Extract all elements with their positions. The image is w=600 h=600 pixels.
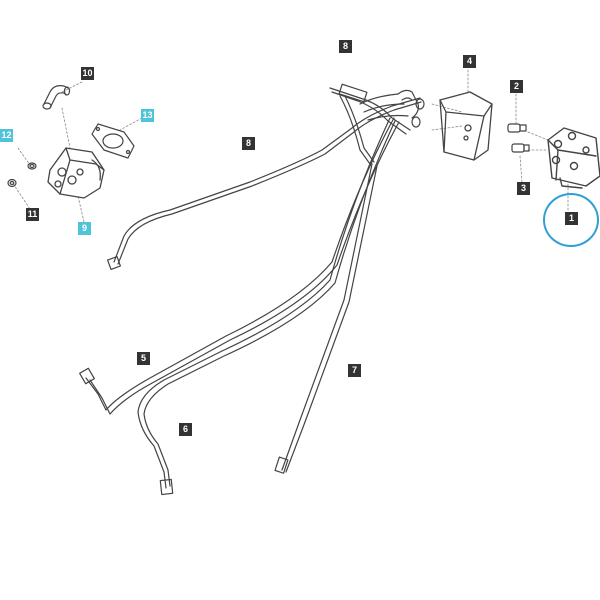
callout-10[interactable]: 10 [81, 67, 94, 80]
callout-8-upper[interactable]: 8 [339, 40, 352, 53]
callout-8-hose[interactable]: 8 [242, 137, 255, 150]
part-13-gasket[interactable] [91, 123, 135, 159]
part-12-o-ring[interactable] [27, 162, 37, 170]
part-3-fitting[interactable] [511, 143, 530, 153]
part-1-steering-valve[interactable] [547, 127, 600, 189]
part-7-hose[interactable] [274, 163, 378, 474]
callout-1[interactable]: 1 [565, 212, 578, 225]
callout-7[interactable]: 7 [348, 364, 361, 377]
callout-3[interactable]: 3 [517, 182, 530, 195]
part-9-hydraulic-pump[interactable] [47, 147, 105, 199]
callout-6[interactable]: 6 [179, 423, 192, 436]
callout-13[interactable]: 13 [141, 109, 154, 122]
callout-11[interactable]: 11 [26, 208, 39, 221]
part-4-bracket[interactable] [439, 91, 493, 161]
leader-lines [11, 69, 569, 223]
callout-5[interactable]: 5 [137, 352, 150, 365]
part-8-hose-bundle[interactable] [329, 83, 425, 165]
callout-12[interactable]: 12 [0, 129, 13, 142]
part-11-seal[interactable] [7, 178, 17, 188]
callout-4[interactable]: 4 [463, 55, 476, 68]
callout-9[interactable]: 9 [78, 222, 91, 235]
part-10-elbow-fitting[interactable] [42, 85, 71, 110]
part-6-hose[interactable] [137, 117, 396, 496]
part-2-fitting[interactable] [507, 123, 527, 133]
selected-part-highlight-ring [543, 193, 599, 247]
callout-2[interactable]: 2 [510, 80, 523, 93]
part-8-hose[interactable] [106, 97, 422, 271]
